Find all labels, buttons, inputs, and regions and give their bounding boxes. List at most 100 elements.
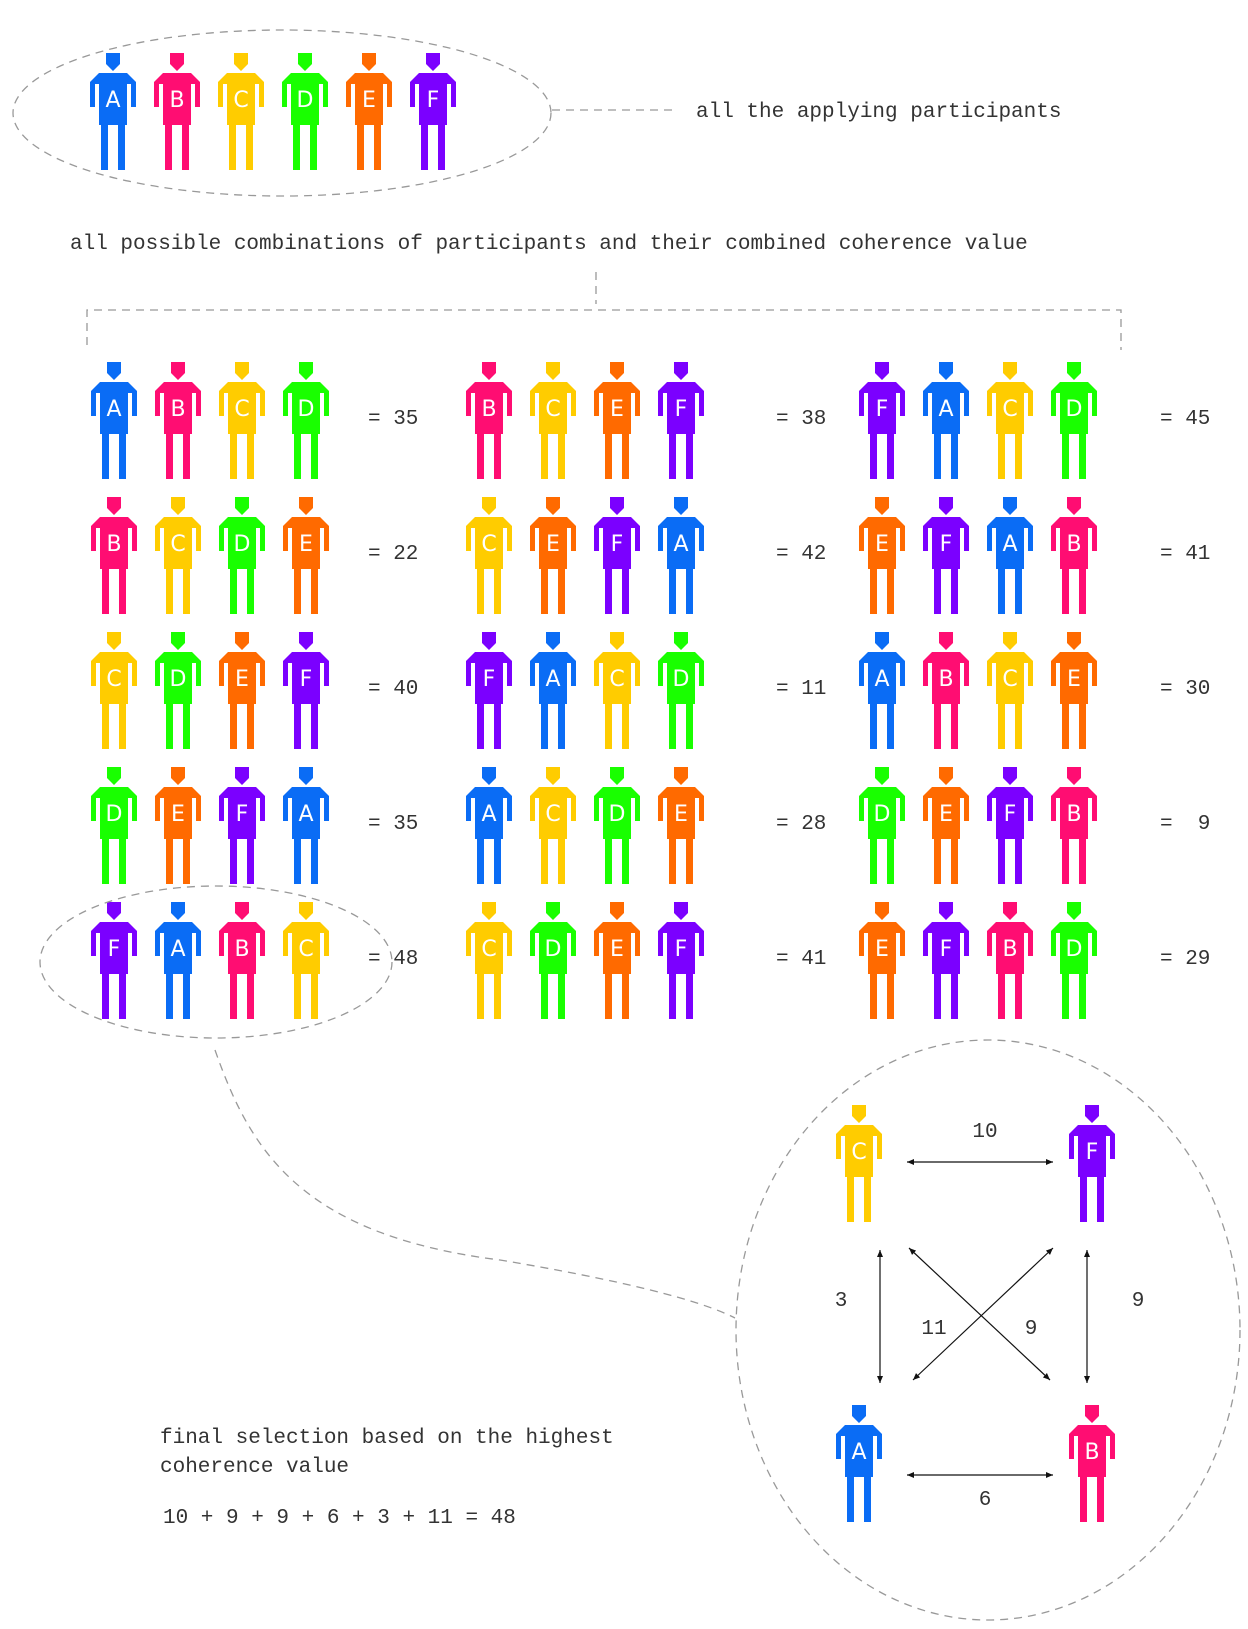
combination-value: = 30 <box>1160 678 1210 701</box>
participant-letter: A <box>106 397 121 422</box>
participant-letter: A <box>1002 532 1017 557</box>
participant-letter: C <box>170 532 185 557</box>
participant-f-icon: F <box>923 902 969 1019</box>
participant-letter: E <box>875 937 889 962</box>
participant-letter: F <box>1004 802 1017 827</box>
combination-value: = 41 <box>776 948 826 971</box>
participant-letter: B <box>1066 802 1081 827</box>
final-selection-label-line1: final selection based on the highest <box>160 1427 614 1450</box>
final-participant-f-icon: F <box>1069 1105 1115 1222</box>
final-participant-b-icon: B <box>1069 1405 1115 1522</box>
participant-letter: B <box>169 88 184 113</box>
participant-letter: A <box>938 397 953 422</box>
participant-b-icon: B <box>219 902 265 1019</box>
participant-letter: F <box>940 532 953 557</box>
participant-letter: C <box>233 88 248 113</box>
participant-letter: C <box>1002 397 1017 422</box>
participant-letter: C <box>481 937 496 962</box>
participant-b-icon: B <box>923 632 969 749</box>
participant-letter: E <box>939 802 953 827</box>
participant-letter: D <box>1066 397 1083 422</box>
participant-letter: C <box>1002 667 1017 692</box>
combination-value: = 22 <box>368 543 418 566</box>
participant-d-icon: D <box>1051 902 1097 1019</box>
best-combination-ellipse <box>39 885 393 1039</box>
link-c-f-value: 10 <box>972 1121 997 1144</box>
participant-letter: E <box>610 937 624 962</box>
combination-row: C D E F = 41 <box>466 902 826 1019</box>
combination-value: = 45 <box>1160 408 1210 431</box>
participant-c-icon: C <box>987 632 1033 749</box>
participant-letter: C <box>545 397 560 422</box>
link-f-a-value: 9 <box>1025 1318 1038 1341</box>
participant-letter: D <box>298 397 315 422</box>
participant-d-icon: D <box>1051 362 1097 479</box>
participant-a-icon: A <box>91 362 137 479</box>
link-c-a-value: 3 <box>835 1290 848 1313</box>
participant-letter: D <box>234 532 251 557</box>
participant-a-icon: A <box>530 632 576 749</box>
participant-d-icon: D <box>594 767 640 884</box>
combination-value: = 48 <box>368 948 418 971</box>
participant-a-icon: A <box>658 497 704 614</box>
participant-letter: E <box>546 532 560 557</box>
participant-f-icon: F <box>466 632 512 749</box>
participant-letter: A <box>170 937 185 962</box>
participant-letter: D <box>1066 937 1083 962</box>
participant-letter: D <box>673 667 690 692</box>
best-combination-connector <box>214 1049 736 1319</box>
link-c-b-arrow <box>908 1247 1051 1381</box>
participant-b-icon: B <box>155 362 201 479</box>
participant-letter: F <box>675 937 688 962</box>
combinations-bracket <box>86 309 1122 350</box>
participant-c-icon: C <box>987 362 1033 479</box>
participant-letter: C <box>545 802 560 827</box>
participant-f-icon: F <box>987 767 1033 884</box>
participant-a-icon: A <box>466 767 512 884</box>
participant-e-icon: E <box>1051 632 1097 749</box>
participant-a-icon: A <box>859 632 905 749</box>
participant-b-icon: B <box>91 497 137 614</box>
participant-letter: E <box>875 532 889 557</box>
participant-letter: F <box>940 937 953 962</box>
combination-value: = 35 <box>368 408 418 431</box>
combination-value: = 41 <box>1160 543 1210 566</box>
participant-e-icon: E <box>346 53 392 170</box>
participant-c-icon: C <box>155 497 201 614</box>
participant-a-icon: A <box>155 902 201 1019</box>
combination-row: F A B C = 48 <box>91 902 418 1019</box>
participant-e-icon: E <box>155 767 201 884</box>
combination-row: E F A B = 41 <box>859 497 1210 614</box>
participant-letter: D <box>297 88 314 113</box>
participant-d-icon: D <box>530 902 576 1019</box>
participant-b-icon: B <box>1051 497 1097 614</box>
participant-f-icon: F <box>91 902 137 1019</box>
combinations-label: all possible combinations of participant… <box>70 233 1028 256</box>
participant-c-icon: C <box>219 362 265 479</box>
participant-f-icon: F <box>923 497 969 614</box>
participant-letter: A <box>673 532 688 557</box>
participant-letter: E <box>299 532 313 557</box>
participant-letter: D <box>874 802 891 827</box>
participant-letter: B <box>1066 532 1081 557</box>
participant-b-icon: B <box>154 53 200 170</box>
participant-letter: C <box>298 937 313 962</box>
participant-letter: D <box>545 937 562 962</box>
participant-letter: D <box>106 802 123 827</box>
participant-b-icon: B <box>1051 767 1097 884</box>
participant-c-icon: C <box>466 902 512 1019</box>
applicants-label: all the applying participants <box>696 101 1061 124</box>
participant-letter: F <box>611 532 624 557</box>
participant-f-icon: F <box>594 497 640 614</box>
